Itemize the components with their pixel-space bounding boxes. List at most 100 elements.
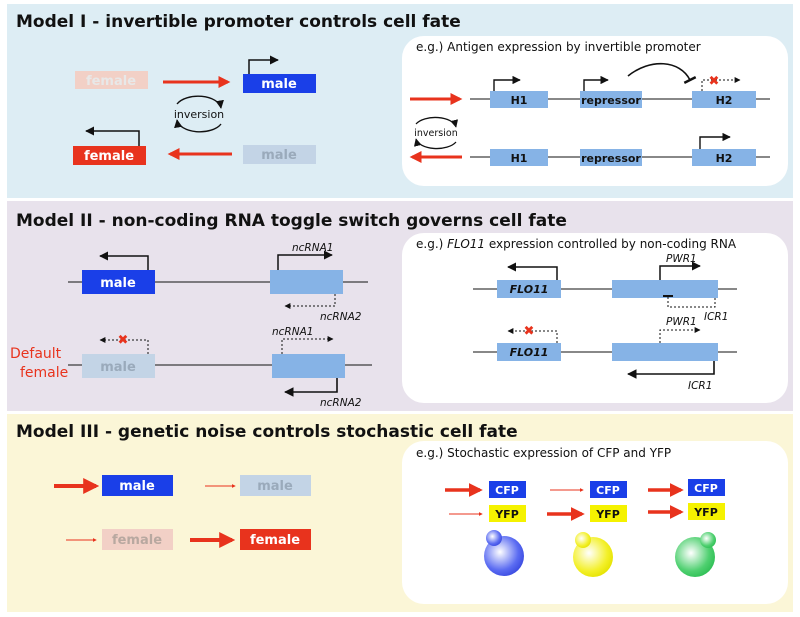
box-yfp-col1 [489,505,526,522]
gene-repressor-top [580,91,642,108]
model2-title: Model II - non-coding RNA toggle switch … [16,211,567,231]
label-h2-top: H2 [716,94,733,107]
box-cfp-col3 [688,479,725,496]
box-male-m2 [82,270,155,294]
label-male-faded-m2: male [100,360,136,375]
cell-green-bud [700,532,716,548]
cell-yellow-bud [575,532,591,548]
box-male-faded-m1 [243,145,316,164]
label-pwr1-bottom: PWR1 [666,316,697,328]
label-inversion-panel: inversion [414,128,457,139]
promoter-male-m1 [248,55,279,74]
model2-panel-title-suffix: expression controlled by non-coding RNA [485,237,737,251]
box-female-faded-m3 [102,529,173,550]
label-icr1-top: ICR1 [704,311,728,323]
promoter-h2-blocked [701,77,741,91]
label-male-m2: male [100,276,136,291]
promoter-male-m2 [99,251,149,270]
label-female-faded-m3: female [112,533,162,548]
model1-title-rest: - invertible promoter controls cell fate [86,12,461,32]
label-yfp-col2: YFP [595,508,620,521]
panel-inversion-arc-bottom [413,138,457,150]
model2-title-rest: - non-coding RNA toggle switch governs c… [92,211,567,231]
x-mark-icon: ✖ [524,324,535,339]
repression-arc [627,62,697,85]
label-default: Default [10,346,62,362]
box-yfp-col3 [688,503,725,520]
gene-repressor-bottom [580,149,642,166]
gene-flo11-bottom [497,343,561,361]
inversion-arc-bottom [174,119,222,133]
promoter-pwr1-bottom [659,327,701,343]
gene-h1-bottom [490,149,548,166]
label-cfp-col3: CFP [694,482,718,495]
box-male-m3 [102,475,173,496]
promoter-pwr1-top [659,261,701,280]
label-male-faded-m3: male [257,479,293,494]
box-female-faded [75,71,148,89]
model2-panel-title: e.g.) FLO11 expression controlled by non… [416,237,736,251]
label-h2-bottom: H2 [716,152,733,165]
label-cfp-col1: CFP [495,484,519,497]
box-cfp-col1 [489,481,526,498]
label-cfp-col2: CFP [596,484,620,497]
label-ncrna1-top: ncRNA1 [292,242,333,254]
box-male-faded-m3 [240,475,311,496]
x-mark-icon: ✖ [709,74,720,89]
box-cfp-col2 [590,481,627,498]
promoter-repressor-top [583,75,609,91]
model3-panel-title: e.g.) Stochastic expression of CFP and Y… [416,446,672,460]
label-default-female: female [20,365,68,381]
label-inversion-m1: inversion [174,108,224,121]
gene-icr1-top [612,280,718,298]
model2-title-bold: Model II [16,211,93,231]
label-yfp-col3: YFP [693,506,718,519]
model1-title-bold: Model I [16,12,87,32]
model1-panel-title: e.g.) Antigen expression by invertible p… [416,40,701,54]
box-female-m1 [73,146,146,165]
label-repressor-top: repressor [581,94,641,107]
label-yfp-col1: YFP [494,508,519,521]
promoter-female-m1 [85,126,140,146]
label-ncrna1-bottom: ncRNA1 [272,326,313,338]
gene-h1-top [490,91,548,108]
box-yfp-col2 [590,505,627,522]
promoter-flo11-top [507,262,558,280]
gene-h2-bottom [692,149,756,166]
box-male-faded-m2 [82,354,155,378]
label-female-m3: female [250,533,300,548]
label-flo11-top: FLO11 [510,283,549,296]
box-female-m3 [240,529,311,550]
x-mark-icon: ✖ [118,333,129,348]
label-male-m1: male [261,77,297,92]
promoter-ncrna2-top [284,294,336,309]
label-h1-bottom: H1 [511,152,528,165]
panel-inversion-arc-top [415,116,459,128]
gene-ncrna-m2-top [270,270,343,294]
label-pwr1-top: PWR1 [666,253,697,265]
label-female-m1: female [84,149,134,164]
promoter-male-blocked-m2 [99,337,149,354]
label-ncrna2-top: ncRNA2 [320,311,362,323]
label-male-faded-m1: male [261,148,297,163]
promoter-ncrna1-bottom [281,336,334,354]
gene-h2-top [692,91,756,108]
promoter-flo11-blocked [507,328,558,343]
promoter-ncrna2-bottom [284,378,338,397]
label-icr1-bottom: ICR1 [688,380,712,392]
cell-blue-bud [486,530,502,546]
model2-panel-title-prefix: e.g.) [416,237,448,251]
model2-panel-title-gene: FLO11 [447,237,486,251]
promoter-h2-bottom [699,132,731,149]
gene-flo11-top [497,280,561,298]
icr1-repressed-top [667,296,716,308]
promoter-ncrna1-top [277,250,333,270]
model3-title-bold: Model III [16,422,100,442]
box-male-m1 [243,74,316,93]
inversion-arc-top [176,95,224,109]
label-h1-top: H1 [511,94,528,107]
label-flo11-bottom: FLO11 [510,346,549,359]
promoter-icr1-bottom [627,361,715,379]
